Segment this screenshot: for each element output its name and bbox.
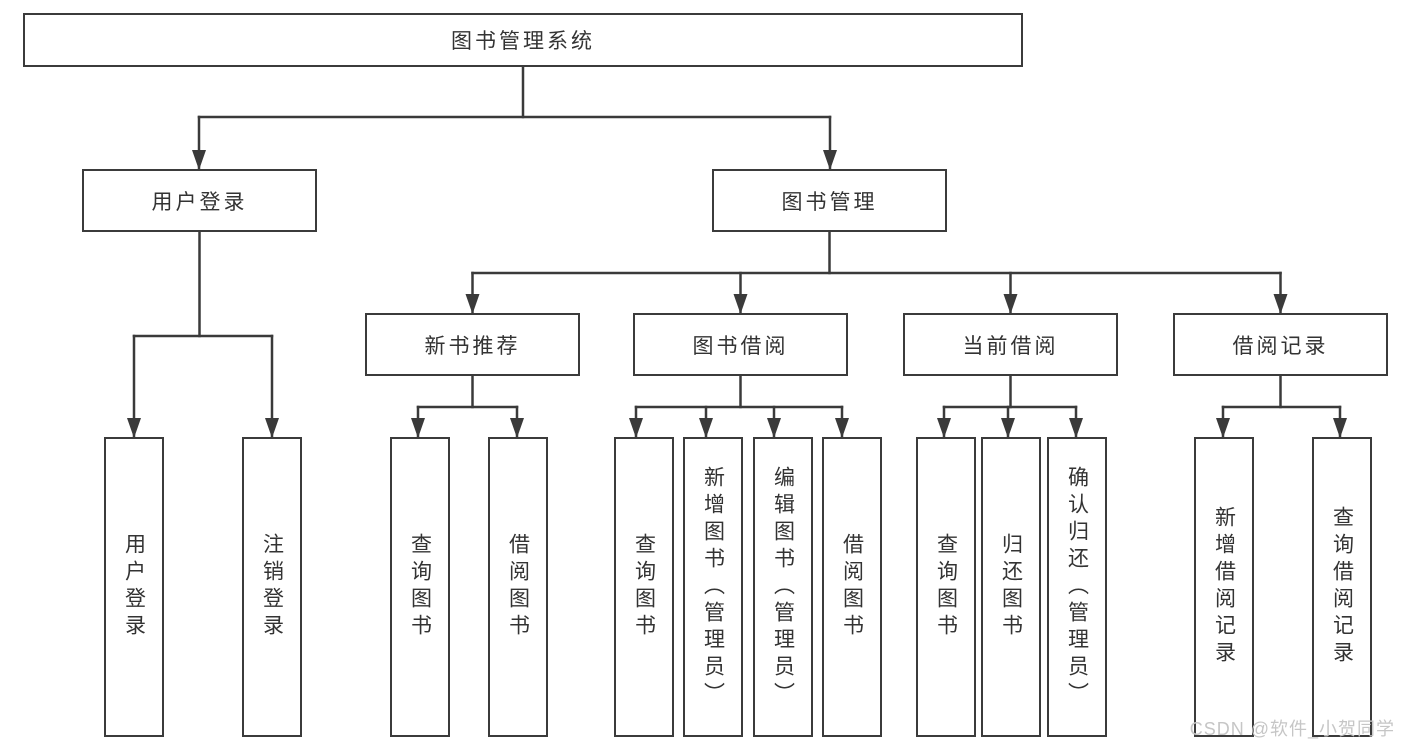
leaf-return-book: 归还图书: [981, 437, 1041, 737]
node-root: 图书管理系统: [23, 13, 1023, 67]
leaf-add-borrow-record-label: 新增借阅记录: [1212, 506, 1236, 668]
leaf-query-books-3-label: 查询图书: [934, 533, 958, 641]
leaf-borrow-books-2-label: 借阅图书: [840, 533, 864, 641]
node-borrow-records: 借阅记录: [1173, 313, 1388, 376]
node-user-login: 用户登录: [82, 169, 317, 232]
leaf-user-login-label: 用户登录: [122, 533, 146, 641]
leaf-edit-book-admin: 编辑图书（管理员）: [753, 437, 813, 737]
leaf-confirm-return-admin-label: 确认归还（管理员）: [1065, 465, 1089, 709]
node-book-borrow: 图书借阅: [633, 313, 848, 376]
csdn-watermark: CSDN @软件_小贺同学: [1189, 719, 1395, 739]
leaf-logout: 注销登录: [242, 437, 302, 737]
node-new-book-recommend-label: 新书推荐: [424, 334, 521, 358]
leaf-borrow-books-2: 借阅图书: [822, 437, 882, 737]
node-book-management-label: 图书管理: [781, 190, 878, 214]
leaf-return-book-label: 归还图书: [999, 533, 1023, 641]
node-new-book-recommend: 新书推荐: [365, 313, 580, 376]
node-current-borrow-label: 当前借阅: [962, 334, 1059, 358]
leaf-edit-book-admin-label: 编辑图书（管理员）: [771, 465, 795, 709]
leaf-query-borrow-record: 查询借阅记录: [1312, 437, 1372, 737]
leaf-borrow-books-1: 借阅图书: [488, 437, 548, 737]
leaf-query-books-2-label: 查询图书: [632, 533, 656, 641]
leaf-query-borrow-record-label: 查询借阅记录: [1330, 506, 1354, 668]
leaf-query-books-3: 查询图书: [916, 437, 976, 737]
leaf-confirm-return-admin: 确认归还（管理员）: [1047, 437, 1107, 737]
leaf-add-book-admin-label: 新增图书（管理员）: [701, 465, 725, 709]
leaf-add-book-admin: 新增图书（管理员）: [683, 437, 743, 737]
node-root-label: 图书管理系统: [451, 30, 595, 53]
node-book-borrow-label: 图书借阅: [692, 334, 789, 358]
node-current-borrow: 当前借阅: [903, 313, 1118, 376]
node-user-login-label: 用户登录: [151, 190, 248, 214]
leaf-add-borrow-record: 新增借阅记录: [1194, 437, 1254, 737]
leaf-query-books-1: 查询图书: [390, 437, 450, 737]
leaf-query-books-1-label: 查询图书: [408, 533, 432, 641]
node-borrow-records-label: 借阅记录: [1232, 334, 1329, 358]
leaf-user-login: 用户登录: [104, 437, 164, 737]
leaf-logout-label: 注销登录: [260, 533, 284, 641]
node-book-management: 图书管理: [712, 169, 947, 232]
leaf-query-books-2: 查询图书: [614, 437, 674, 737]
leaf-borrow-books-1-label: 借阅图书: [506, 533, 530, 641]
